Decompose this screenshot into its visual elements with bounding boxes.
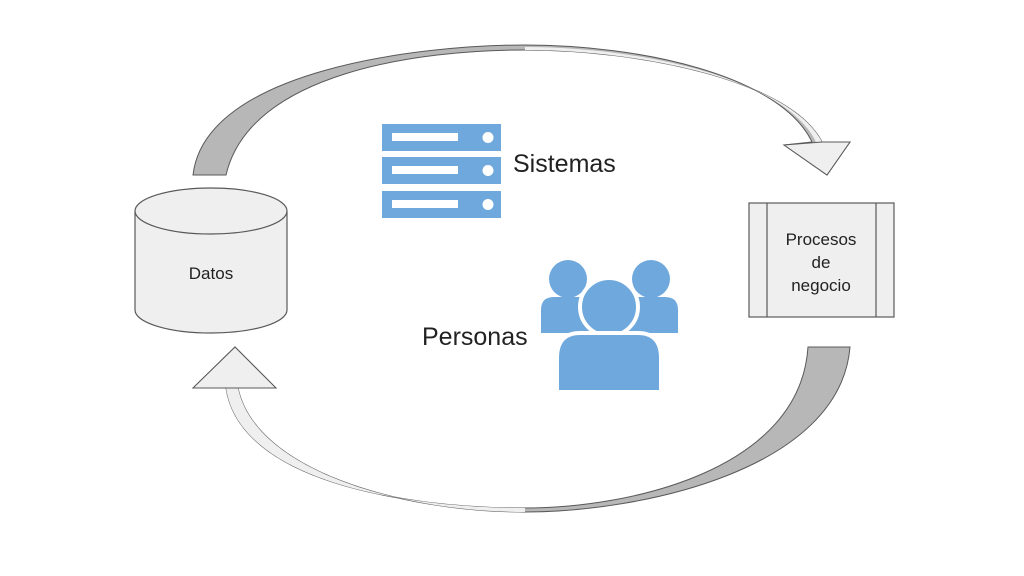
procesos-label-line2: de [812, 253, 831, 272]
datos-label: Datos [189, 264, 233, 283]
bottom-cycle-arrow [191, 346, 851, 513]
procesos-negocio-node: Procesos de negocio [748, 202, 895, 318]
procesos-label-line1: Procesos [786, 230, 857, 249]
sistemas-label: Sistemas [513, 150, 616, 178]
procesos-label-line3: negocio [791, 276, 851, 295]
personas-label: Personas [422, 323, 528, 351]
top-cycle-arrow [192, 44, 851, 176]
people-group-icon [541, 260, 678, 394]
server-stack-icon [382, 124, 501, 218]
datos-database-node: Datos [134, 187, 288, 334]
